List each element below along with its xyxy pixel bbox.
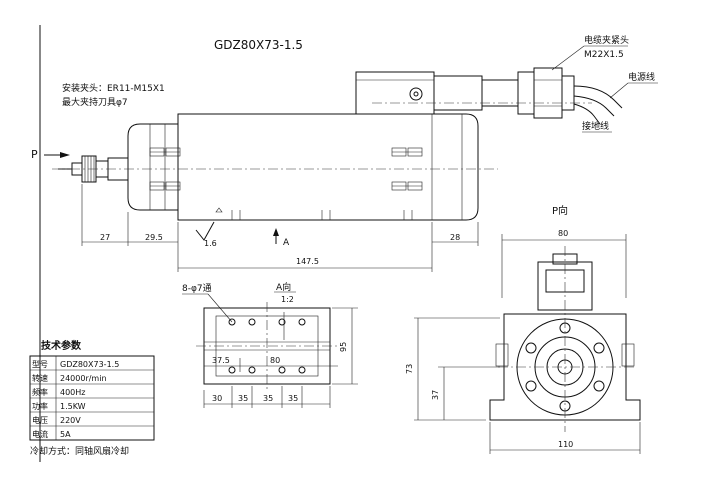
dim-end-80: 80 (558, 229, 568, 238)
dim-top-30: 30 (212, 394, 222, 403)
spec-value-power: 1.5KW (60, 402, 86, 411)
dim-end-110: 110 (558, 440, 573, 449)
dim-top-80: 80 (270, 356, 280, 365)
dim-side-27: 27 (100, 233, 110, 242)
cable-clamp-note-line1: 电缆夹紧头 (584, 34, 629, 46)
a-marker-label: A (283, 238, 290, 248)
collet-note-line1: 安装夹头：ER11-M15X1 (62, 82, 165, 94)
spec-value-model: GDZ80X73-1.5 (60, 360, 119, 369)
end-housing (489, 313, 641, 421)
spec-key-current: 电流 (32, 429, 48, 439)
spec-value-voltage: 220V (60, 416, 81, 425)
ground-line-note: 接地线 (582, 120, 609, 132)
dim-side-147-5: 147.5 (296, 257, 319, 266)
a-view-scale: 1:2 (281, 295, 294, 304)
collet-note-line2: 最大夹持刀具φ7 (62, 96, 128, 108)
spec-cooling: 冷却方式：同轴风扇冷却 (30, 445, 129, 457)
spec-table: 技术参数 型号 GDZ80X73-1.5 转速 24000r/min 频率 40… (29, 339, 155, 457)
ground-wire (573, 103, 601, 125)
drawing-title: GDZ80X73-1.5 (214, 38, 303, 52)
cable-gland (517, 71, 535, 115)
dim-top-95: 95 (339, 342, 348, 352)
spindle-side-view: P A 1.6 27 29.5 147.5 28 (31, 67, 623, 272)
spindle-body (177, 113, 479, 221)
dim-side-29-5: 29.5 (145, 233, 163, 242)
dim-top-35-c: 35 (288, 394, 298, 403)
power-line-note: 电源线 (628, 71, 655, 83)
p-view-title: P向 (552, 204, 568, 217)
dim-top-37-5: 37.5 (212, 356, 230, 365)
dim-end-37: 37 (431, 390, 440, 400)
bolt-symbols (149, 147, 423, 191)
spec-key-speed: 转速 (32, 373, 48, 383)
spec-key-frequency: 频率 (32, 387, 48, 397)
spec-value-current: 5A (60, 430, 71, 439)
roughness-label: 1.6 (204, 239, 217, 248)
a-view: A向 1:2 8-φ7通 (182, 281, 358, 408)
cable-clamp-note-line2: M22X1.5 (584, 50, 624, 60)
dim-top-35-a: 35 (238, 394, 248, 403)
holes-note: 8-φ7通 (182, 283, 212, 294)
spec-value-frequency: 400Hz (60, 388, 85, 397)
front-flange (127, 123, 179, 211)
a-view-title: A向 (276, 281, 291, 293)
power-wire (573, 85, 623, 109)
spec-table-heading: 技术参数 (41, 339, 82, 352)
mounting-holes (228, 318, 306, 374)
dim-top-35-b: 35 (263, 394, 273, 403)
spec-key-power: 功率 (32, 401, 48, 411)
dim-side-28: 28 (450, 233, 460, 242)
p-view: P向 80 (405, 204, 641, 454)
spec-key-model: 型号 (32, 360, 48, 369)
p-arrow-label: P (31, 148, 38, 161)
dim-end-73: 73 (405, 364, 414, 374)
spec-key-voltage: 电压 (32, 415, 48, 425)
spec-value-speed: 24000r/min (60, 374, 107, 383)
